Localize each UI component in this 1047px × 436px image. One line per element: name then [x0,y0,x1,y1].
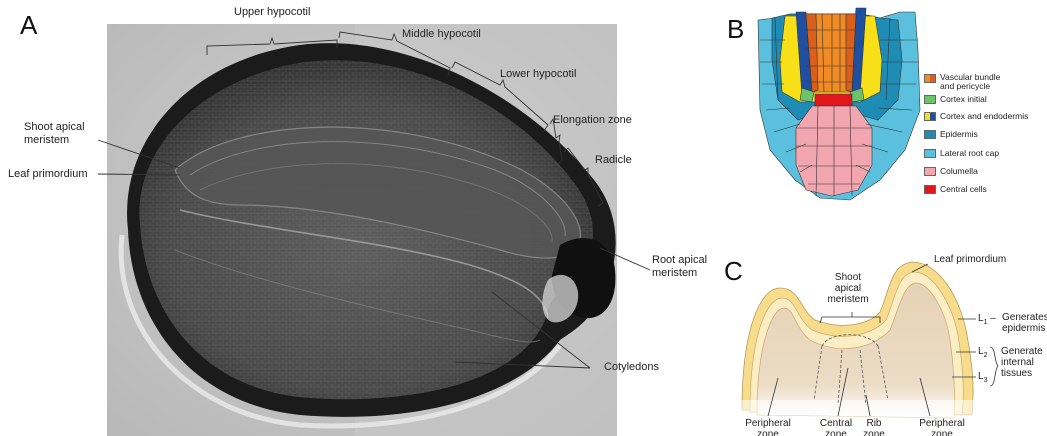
label-peripheral-zone-right: Peripheral zone [919,418,965,436]
generate-line3: tissues [1001,368,1032,379]
l1-sub: 1 [984,319,988,326]
generate-line2: internal [1001,357,1034,368]
sam-c-line1: Shoot [835,272,861,283]
central-line2: zone [825,429,847,436]
sam-c-line2: apical [835,283,861,294]
label-central-zone: Central zone [820,418,852,436]
label-l3: L3 [978,371,987,386]
peripheral-left-line1: Peripheral [745,418,791,429]
generate-line1: Generate [1001,346,1043,357]
l1-desc-line2: epidermis [1002,323,1045,334]
label-generate-internal: Generate internal tissues [1001,346,1043,379]
label-leaf-primordium-c: Leaf primordium [934,254,1006,265]
central-line1: Central [820,418,852,429]
l3-sub: 3 [984,377,988,384]
rib-line2: zone [863,429,885,436]
label-l1-description: Generates epidermis [1002,312,1047,334]
sam-c-line3: meristem [827,294,868,305]
peripheral-right-line2: zone [931,429,953,436]
rib-line1: Rib [866,418,881,429]
label-l1: L1 – [978,313,996,328]
l1-desc-line1: Generates [1002,312,1047,323]
l1-dash: – [990,313,996,324]
peripheral-right-line1: Peripheral [919,418,965,429]
label-peripheral-zone-left: Peripheral zone [745,418,791,436]
label-shoot-apical-meristem-c: Shoot apical meristem [827,272,868,305]
l2-sub: 2 [984,352,988,359]
peripheral-left-line2: zone [757,429,779,436]
label-l2: L2 [978,346,987,361]
label-rib-zone: Rib zone [863,418,885,436]
